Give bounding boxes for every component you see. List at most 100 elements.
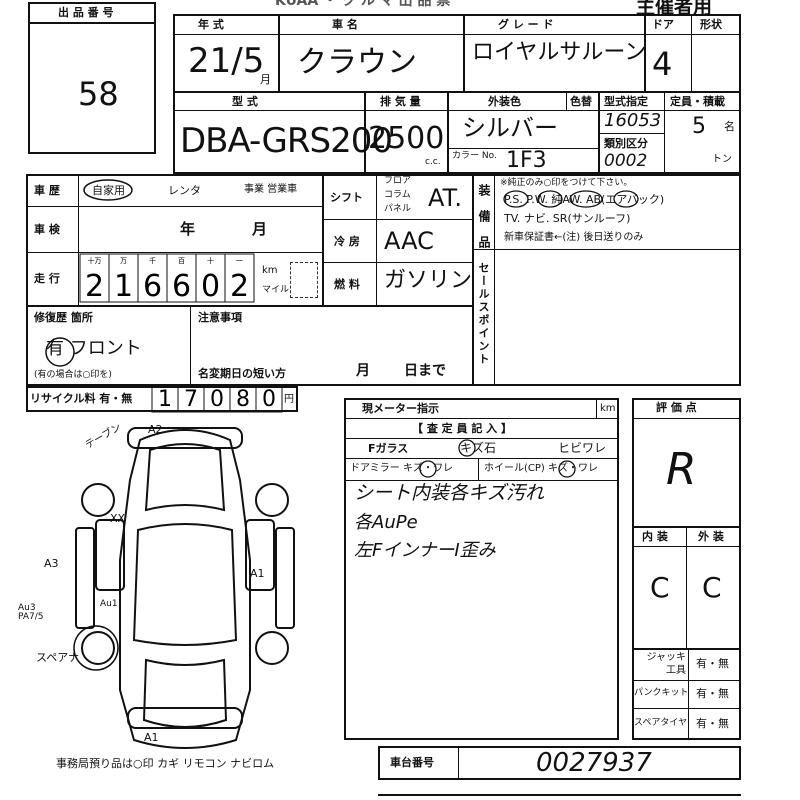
left-front-door (95, 519, 125, 591)
grade-label: グ レ ー ド (498, 18, 554, 31)
recycle-fee-label: リサイクル料 有・無 (30, 392, 133, 405)
jack-tool-label: ジャッキ 工具 (646, 652, 687, 676)
glass-chip-option: キズ石 (460, 441, 497, 455)
interior-label: 内 装 (642, 530, 668, 543)
mileage-digit-2: 6 (143, 269, 162, 304)
lot-number-label: 出 品 番 号 (58, 6, 114, 19)
front-bumper (127, 427, 243, 449)
chassis-number-label: 車台番号 (390, 756, 434, 769)
mileage-digit-4: 0 (201, 269, 220, 304)
mileage-label: 走 行 (34, 272, 60, 285)
displacement-value: 2500 (368, 121, 445, 156)
inspector-note-2: 各AuPe (354, 512, 418, 533)
inspector-note-1: シート内装各キズ汚れ (354, 482, 545, 504)
spare-tire-mark (73, 625, 119, 671)
equipment-label: 装備品 (477, 184, 491, 262)
inspector-box (344, 398, 619, 740)
private-use-circle (83, 179, 133, 201)
equip-ab-circle (613, 190, 639, 208)
km-unit: km (262, 265, 278, 276)
glass-label: Fガラス (368, 442, 409, 455)
spare-tire-value: 有・無 (696, 717, 729, 730)
fuel-value: ガソリン (384, 268, 473, 293)
repair-history-note: (有の場合は○印を) (34, 370, 112, 380)
car-trunk (142, 658, 228, 728)
wheel-scratch-circle (558, 460, 576, 478)
equip-ps-circle (503, 190, 529, 208)
recycle-digit-0: 1 (158, 387, 172, 412)
recycle-digit-2: 0 (210, 387, 224, 412)
capacity-unit: 名 (724, 120, 735, 133)
right-front-wheel (255, 483, 289, 517)
door-label: ドア (652, 18, 674, 31)
jack-tool-value: 有・無 (696, 657, 729, 670)
mileage-unit-2: 千 (149, 256, 156, 265)
recycle-digit-1: 7 (184, 387, 198, 412)
right-front-door (245, 519, 275, 591)
color-number-value: 1F3 (506, 148, 547, 173)
mileage-unit-5: 一 (236, 257, 243, 265)
type-value: DBA-GRS200 (180, 121, 393, 161)
equipment-line-1: P.S. P.W. 純AW. AB(エアバック) (504, 193, 665, 206)
exterior-color-label: 外装色 (488, 95, 521, 108)
form-title: KUAA ・ ク ル マ 出 品 票 (275, 0, 451, 9)
left-front-wheel (81, 483, 115, 517)
shift-value: AT. (428, 184, 462, 212)
equipment-note: ※純正のみ○印をつけて下さい。 (500, 178, 633, 188)
diagram-mark-a2-top: A2 (148, 423, 163, 436)
shift-option-panel: パネル (384, 204, 412, 214)
car-roof (132, 523, 238, 646)
shift-option-floor: フロア (384, 176, 412, 186)
repair-history-value: 有 フロント (46, 338, 142, 359)
rear-bumper (127, 707, 243, 729)
expiry-label: 名変期日の短い方 (198, 367, 286, 380)
right-side-panel (275, 527, 295, 629)
shift-option-column: コラム (384, 190, 411, 200)
history-private-option: 自家用 (92, 184, 125, 197)
car-hood (144, 443, 226, 512)
car-name-label: 車 名 (332, 18, 358, 31)
glass-crack-option: ヒビワレ (558, 441, 607, 455)
inspection-label: 車 検 (34, 223, 60, 236)
mirror-label: ドアミラー キズ・ワレ (350, 463, 453, 474)
capacity-label: 定員・積載 (670, 95, 725, 108)
vehicle-basic-table (173, 14, 741, 174)
mileage-unit-1: 万 (120, 257, 127, 265)
year-month-unit: 月 (260, 73, 271, 86)
door-value: 4 (652, 45, 673, 83)
lot-number-box (28, 2, 156, 154)
organizer-label: 主催者用 (636, 0, 713, 18)
inspection-year-unit: 年 (180, 220, 196, 238)
chassis-number-value: 0027937 (536, 748, 652, 778)
meter-label: 現メーター指示 (362, 402, 439, 415)
diagram-mark-a1-rear: A1 (144, 731, 159, 744)
office-deposit-note: 事務局預り品は○印 カギ リモコン ナビロム (56, 757, 275, 770)
class-value: 0002 (604, 151, 648, 171)
equip-aw-circle (569, 190, 603, 208)
recycle-box-4 (255, 385, 283, 413)
mileage-checkbox (290, 262, 318, 298)
year-label: 年 式 (198, 18, 224, 31)
load-unit: トン (712, 154, 732, 165)
sales-point-label: セールスポイント (477, 262, 490, 366)
history-business-option: 事業 営業車 (244, 184, 298, 195)
wheel-label: ホイール(CP) キズ・ワレ (484, 463, 598, 474)
meter-unit: km (600, 403, 616, 414)
mileage-digit-0: 2 (85, 269, 104, 304)
diagram-mark-au3: Au3 PA7/5 (18, 603, 44, 622)
history-table (26, 174, 741, 386)
mirror-scratch-circle (419, 460, 437, 478)
equipment-line-2: TV. ナビ. SR(サンルーフ) (504, 212, 631, 225)
mile-unit: マイル (262, 285, 290, 295)
exterior-color-value: シルバー (462, 114, 558, 142)
right-rear-wheel (255, 631, 289, 665)
puncture-kit-value: 有・無 (696, 687, 729, 700)
mileage-digit-3: 6 (172, 269, 191, 304)
left-side-panel (75, 527, 95, 629)
shift-label: シフト (330, 191, 363, 204)
puncture-kit-label: パンクキット (634, 688, 689, 698)
color-change-label: 色替 (570, 95, 592, 108)
inspector-header: 【 査 定 員 記 入 】 (412, 422, 512, 435)
equipment-line-3: 新車保証書←(注) 後日送りのみ (504, 232, 644, 243)
